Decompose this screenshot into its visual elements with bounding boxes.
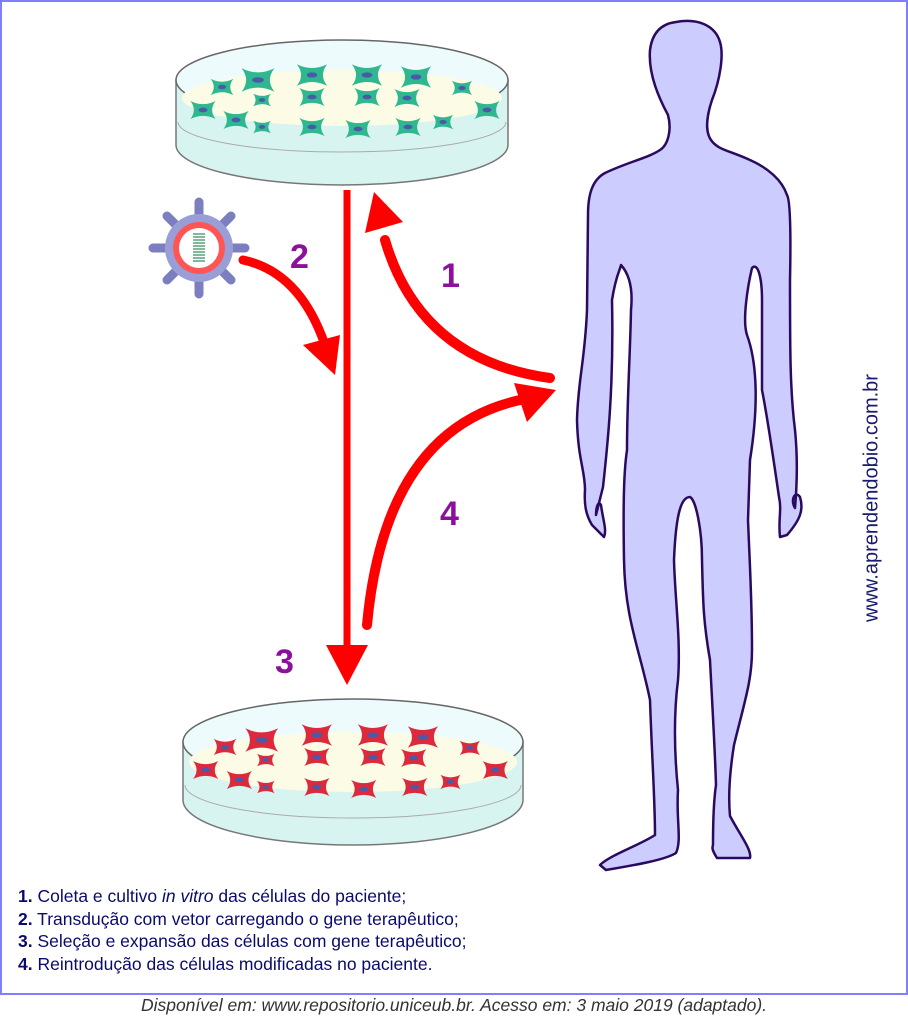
arrows [238, 190, 556, 685]
cell-nucleus [307, 94, 317, 100]
cell-nucleus [217, 84, 227, 90]
cell-nucleus [262, 758, 269, 762]
figure-frame [0, 0, 908, 995]
arrow-step-3 [326, 190, 368, 685]
cell-nucleus [490, 767, 500, 773]
cell-nucleus [258, 125, 266, 129]
cell-nucleus [417, 734, 429, 740]
step-label-3: 3 [275, 643, 294, 681]
cell-nucleus [312, 754, 322, 760]
source-citation: Disponível em: www.repositorio.uniceub.b… [140, 995, 768, 1015]
arrow-step-4 [362, 383, 556, 630]
cell-nucleus [439, 119, 447, 125]
legend: 1. Coleta e cultivo in vitro das células… [18, 885, 467, 975]
cell-nucleus [311, 732, 323, 738]
step-label-4: 4 [440, 495, 459, 533]
cell-nucleus [409, 755, 419, 761]
cell-nucleus [220, 744, 230, 750]
cell-nucleus [368, 754, 378, 760]
cell-nucleus [306, 72, 318, 78]
legend-item-1: 1. Coleta e cultivo in vitro das células… [18, 886, 407, 906]
cell-nucleus [466, 745, 474, 751]
cell-nucleus [198, 107, 208, 113]
bottom-petri-dish [182, 698, 524, 846]
top-petri-dish [175, 39, 509, 186]
legend-item-2: 2. Transdução com vetor carregando o gen… [18, 908, 459, 929]
legend-item-3: 3. Seleção e expansão das células com ge… [18, 931, 467, 951]
cell-nucleus [361, 72, 373, 78]
cell-nucleus [262, 785, 269, 789]
step-label-2: 2 [290, 238, 309, 276]
legend-item-4: 4. Reintrodução das células modificadas … [18, 953, 433, 974]
cell-nucleus [255, 737, 268, 743]
cell-nucleus [252, 77, 264, 83]
arrow-step-1 [365, 192, 555, 383]
cell-nucleus [410, 784, 420, 790]
cell-nucleus [353, 126, 363, 132]
viral-vector-icon [148, 197, 250, 299]
cell-nucleus [446, 779, 455, 785]
cell-nucleus [231, 117, 241, 123]
cell-nucleus [359, 786, 369, 792]
cell-nucleus [482, 107, 492, 113]
arrow-step-2 [238, 255, 340, 375]
cell-nucleus [367, 732, 379, 738]
cell-nucleus [258, 98, 266, 102]
cell-nucleus [458, 85, 466, 91]
cell-nucleus [403, 124, 413, 130]
watermark: www.aprendendobio.com.br [860, 374, 883, 622]
modified-cells [193, 724, 508, 798]
original-cells [190, 64, 500, 138]
patient-body-silhouette [575, 19, 803, 872]
cell-nucleus [201, 767, 211, 773]
cell-nucleus [402, 95, 412, 101]
cell-nucleus [307, 124, 317, 130]
cell-nucleus [362, 94, 372, 100]
cell-nucleus [410, 74, 422, 80]
gene-coil-icon [193, 233, 205, 262]
cell-nucleus [234, 777, 244, 783]
step-label-1: 1 [441, 257, 460, 295]
cell-nucleus [312, 784, 322, 790]
